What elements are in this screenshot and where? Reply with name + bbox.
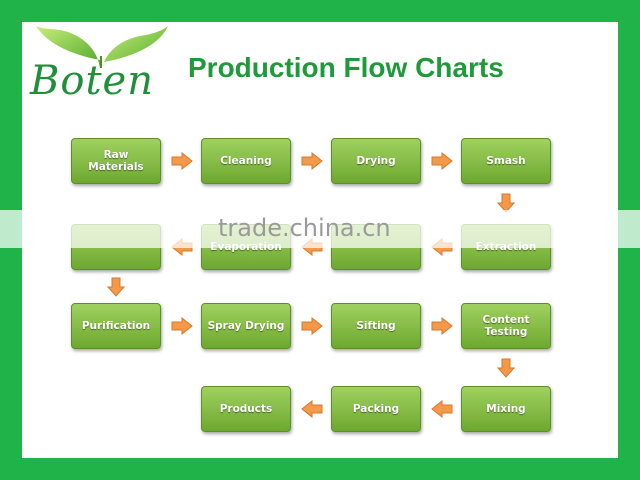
step-packing: Packing: [331, 386, 421, 432]
step-mixing: Mixing: [461, 386, 551, 432]
step-smash: Smash: [461, 138, 551, 184]
arrow-left-icon: [431, 400, 453, 418]
arrow-down-icon: [497, 358, 515, 378]
watermark-band: [0, 210, 640, 248]
step-purification: Purification: [71, 303, 161, 349]
arrow-right-icon: [431, 152, 453, 170]
arrow-right-icon: [431, 317, 453, 335]
boten-logo: Boten: [28, 10, 178, 110]
arrow-right-icon: [171, 152, 193, 170]
step-sifting: Sifting: [331, 303, 421, 349]
logo-text: Boten: [30, 58, 154, 104]
arrow-right-icon: [301, 317, 323, 335]
page-title: Production Flow Charts: [188, 52, 504, 83]
arrow-down-icon: [497, 193, 515, 213]
watermark-text: trade.china.cn: [218, 214, 391, 242]
arrow-right-icon: [171, 317, 193, 335]
step-products: Products: [201, 386, 291, 432]
arrow-down-icon: [107, 277, 125, 297]
step-spray-drying: Spray Drying: [201, 303, 291, 349]
step-cleaning: Cleaning: [201, 138, 291, 184]
step-content-testing: Content Testing: [461, 303, 551, 349]
leaf-sprout-icon: [36, 26, 168, 68]
arrow-right-icon: [301, 152, 323, 170]
arrow-left-icon: [301, 400, 323, 418]
step-drying: Drying: [331, 138, 421, 184]
step-raw-materials: Raw Materials: [71, 138, 161, 184]
